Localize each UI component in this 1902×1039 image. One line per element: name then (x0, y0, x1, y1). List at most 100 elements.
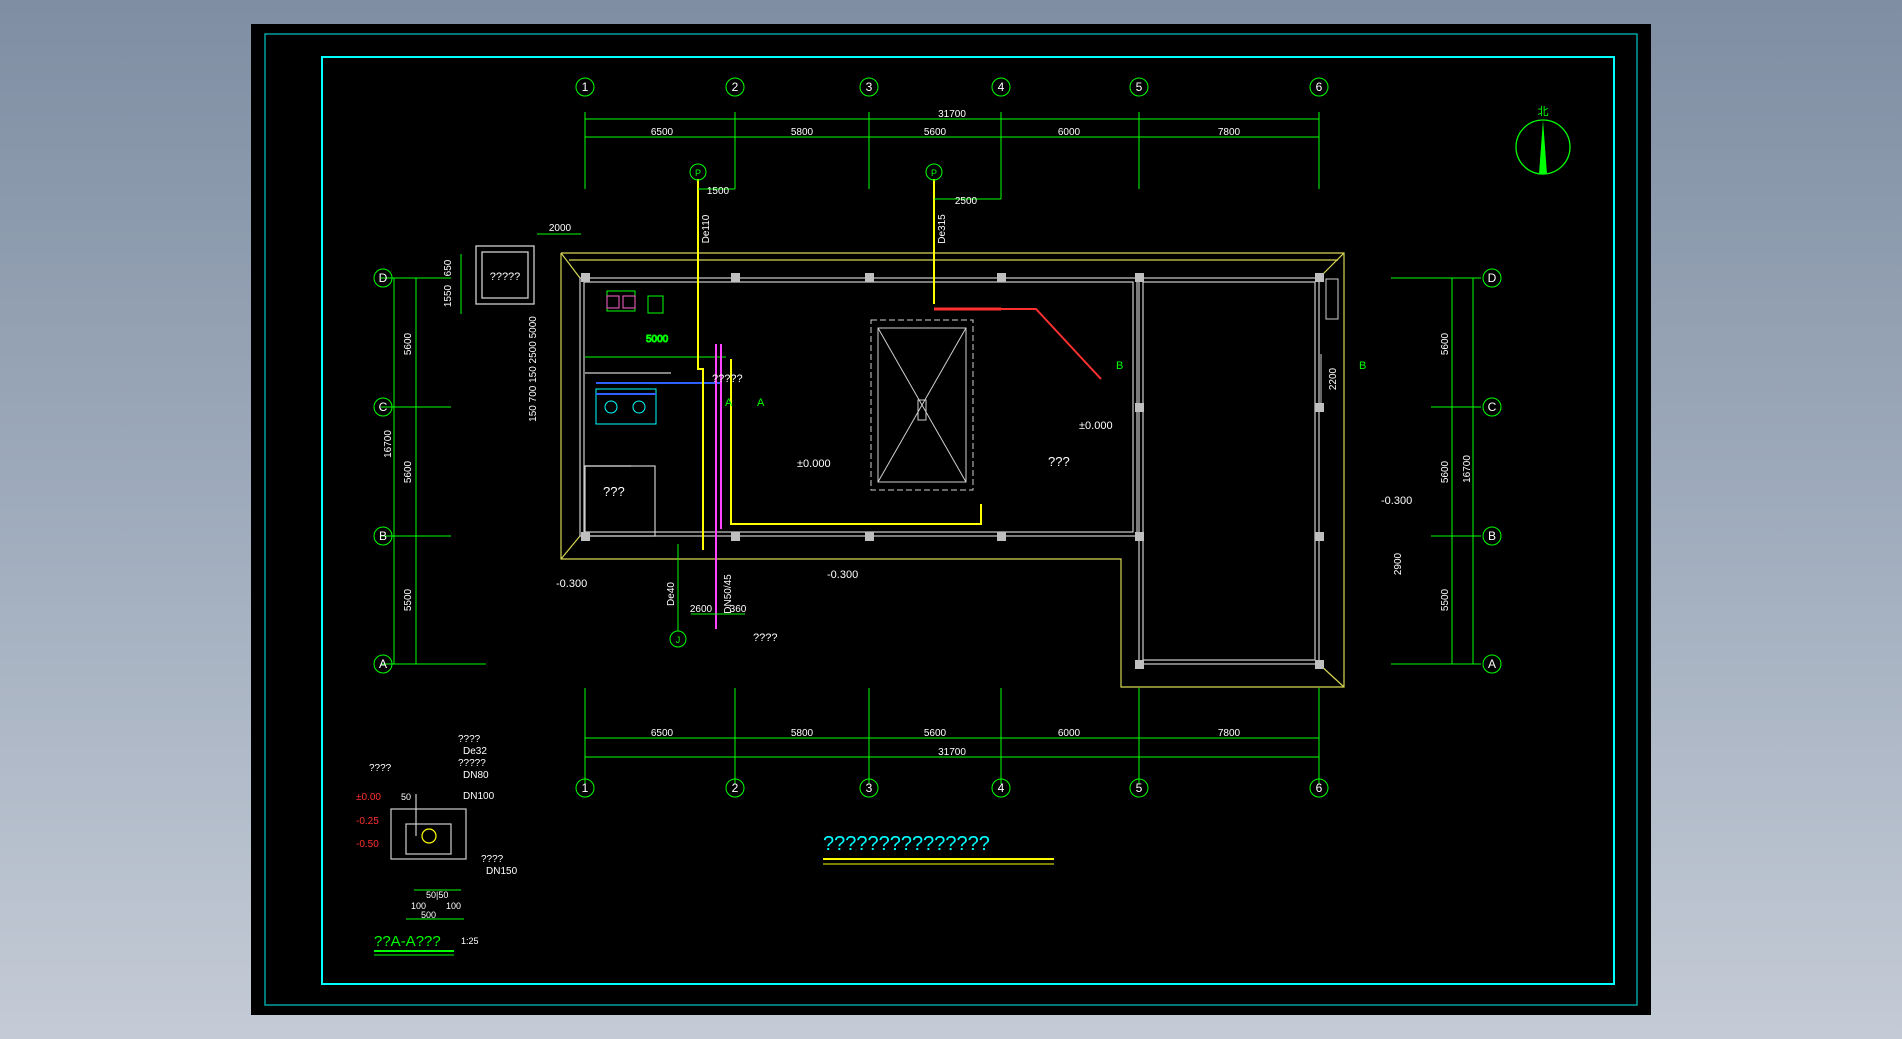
detail-dim-1: 50 (401, 792, 411, 802)
room-d-label: ???? (753, 632, 777, 644)
pipe-mark-p2: P (931, 168, 937, 178)
dim-1550: 1550 (443, 284, 454, 307)
elev-n03-c: -0.300 (1381, 495, 1412, 507)
grid-bubble-left-A: A (379, 657, 387, 671)
bottom-col-dim-5: 7800 (1218, 728, 1241, 739)
dim-360: 360 (730, 604, 747, 615)
detail-elev-3: -0.50 (356, 839, 379, 850)
bottom-col-dim-3: 5600 (924, 728, 947, 739)
detail-scale: 1:25 (461, 936, 479, 946)
detail-elev-1: ±0.00 (356, 792, 381, 803)
grid-bubble-left-D: D (379, 271, 388, 285)
svg-text:北: 北 (1538, 105, 1549, 118)
top-col-dim-3: 5600 (924, 127, 947, 138)
dim-side: 150 700 150 2500 5000 (528, 316, 539, 422)
grid-bubble-right-D: D (1488, 271, 1497, 285)
bottom-col-dim-4: 6000 (1058, 728, 1081, 739)
bottom-col-dim-2: 5800 (791, 728, 814, 739)
section-a2: A (757, 397, 765, 409)
dim-1500: 1500 (707, 186, 730, 197)
room-c-label: ????? (712, 373, 743, 385)
tank-box-label: ????? (490, 271, 521, 283)
dim-2500: 2500 (955, 196, 978, 207)
detail-label-2: ???? (369, 763, 392, 774)
detail-dim-2: 100 (411, 901, 426, 911)
grid-bubble-left-B: B (379, 529, 387, 543)
dim-2600: 2600 (690, 604, 713, 615)
top-col-dim-1: 6500 (651, 127, 674, 138)
detail-label-8: DN150 (486, 866, 518, 877)
grid-bubble-bottom-1: 1 (582, 781, 589, 795)
grid-bubble-bottom-6: 6 (1316, 781, 1323, 795)
room-a-label: ??? (603, 484, 625, 499)
grid-bubble-left-C: C (379, 400, 388, 414)
detail-label-1: ???? (458, 734, 481, 745)
grid-bubble-top-6: 6 (1316, 80, 1323, 94)
outer-frame (264, 33, 1638, 1006)
grid-bubble-top-2: 2 (732, 80, 739, 94)
detail-dim-4: 100 (446, 901, 461, 911)
grid-bubble-bottom-4: 4 (998, 781, 1005, 795)
left-row-dim-3: 5500 (403, 588, 414, 611)
detail-title: ??A-A??? (374, 933, 441, 950)
dim-2200: 2200 (1328, 367, 1339, 390)
right-total-dim: 16700 (1462, 455, 1473, 483)
elev-n03-a: -0.300 (827, 569, 858, 581)
grid-bubble-top-4: 4 (998, 80, 1005, 94)
dim-5000: 5000 (646, 334, 669, 345)
grid-bubble-top-5: 5 (1136, 80, 1143, 94)
right-row-dim-2: 5600 (1440, 460, 1451, 483)
grid-bubble-right-C: C (1488, 400, 1497, 414)
plan-drawing: 31700 6500 5800 5600 6000 7800 6500 5800… (264, 33, 1638, 1006)
pipe-label-dn: DN50/45 (723, 574, 734, 614)
section-a1: A (725, 397, 733, 409)
inner-frame (321, 56, 1615, 985)
detail-label-7: ???? (481, 854, 504, 865)
pipe-mark-j: J (676, 635, 681, 645)
top-col-dim-4: 6000 (1058, 127, 1081, 138)
dim-2900: 2900 (1393, 552, 1404, 575)
elev-0-a: ±0.000 (797, 458, 831, 470)
right-row-dim-3: 5500 (1440, 588, 1451, 611)
grid-bubble-top-3: 3 (866, 80, 873, 94)
grid-bubble-top-1: 1 (582, 80, 589, 94)
section-b2: B (1359, 360, 1366, 372)
bottom-total-dim: 31700 (938, 747, 966, 758)
elev-0-b: ±0.000 (1079, 420, 1113, 432)
detail-label-3: De32 (463, 746, 487, 757)
section-detail (390, 794, 467, 860)
detail-label-4: ????? (458, 758, 486, 769)
top-total-dim: 31700 (938, 109, 966, 120)
pipe-label-de40: De40 (666, 582, 677, 606)
right-row-dim-1: 5600 (1440, 332, 1451, 355)
section-b1: B (1116, 360, 1123, 372)
plan-title: ??????????????? (823, 833, 990, 855)
detail-dim-5: 500 (421, 910, 436, 920)
top-col-dim-5: 7800 (1218, 127, 1241, 138)
grid-bubble-bottom-3: 3 (866, 781, 873, 795)
grid-bubble-right-A: A (1488, 657, 1496, 671)
top-col-dim-2: 5800 (791, 127, 814, 138)
dim-650: 650 (443, 259, 454, 276)
drawing-sheet: 31700 6500 5800 5600 6000 7800 6500 5800… (251, 24, 1651, 1015)
detail-elev-2: -0.25 (356, 816, 379, 827)
left-row-dim-1: 5600 (403, 332, 414, 355)
left-row-dim-2: 5600 (403, 460, 414, 483)
pipe-label-p1: De110 (701, 214, 712, 243)
dim-2000: 2000 (549, 223, 572, 234)
left-total-dim: 16700 (383, 430, 394, 458)
detail-label-5: DN80 (463, 770, 489, 781)
grid-bubble-bottom-5: 5 (1136, 781, 1143, 795)
grid-bubble-bottom-2: 2 (732, 781, 739, 795)
bottom-col-dim-1: 6500 (651, 728, 674, 739)
detail-label-6: DN100 (463, 791, 495, 802)
elev-n03-b: -0.300 (556, 578, 587, 590)
detail-dim-3: 50|50 (426, 890, 448, 900)
room-b-label: ??? (1048, 454, 1070, 469)
pipe-label-p2: De315 (937, 214, 948, 244)
tank-box (475, 245, 535, 305)
pipe-mark-p1: P (695, 168, 701, 178)
north-arrow-icon: 北 (1515, 105, 1571, 175)
grid-bubble-right-B: B (1488, 529, 1496, 543)
